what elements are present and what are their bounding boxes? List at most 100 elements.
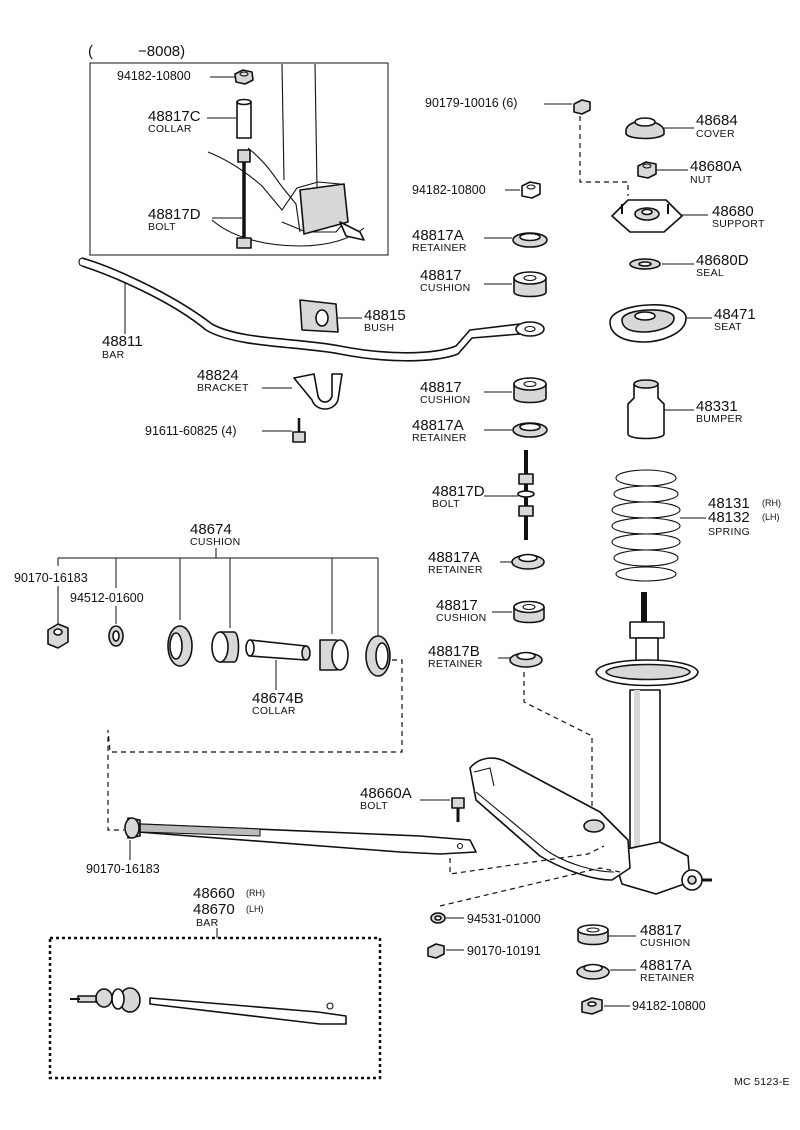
washer-number: 94512-01600 <box>70 591 144 605</box>
cushion-3-icon <box>513 600 545 624</box>
inset-bolt-icon <box>236 149 252 249</box>
retainer-a4-label: RETAINER <box>640 972 695 984</box>
lower-washer-icon <box>430 912 446 924</box>
nut-a-icon <box>637 161 657 179</box>
bumper-number: 48331 <box>696 398 738 415</box>
bracket-number: 48824 <box>197 367 239 384</box>
retainer-a1-icon <box>512 232 548 248</box>
retainer-b-number: 48817B <box>428 643 480 660</box>
upper-nut-number: 94182-10800 <box>412 183 486 197</box>
inset-nut-icon <box>234 69 254 85</box>
lower-nut-number: 90170-10191 <box>467 944 541 958</box>
bottom-nut-number: 94182-10800 <box>632 999 706 1013</box>
collar-b-number: 48674B <box>252 690 304 707</box>
cover-number: 48684 <box>696 112 738 129</box>
support-number: 48680 <box>712 203 754 220</box>
top-nut-icon <box>573 99 591 115</box>
collar-b-label: COLLAR <box>252 705 296 717</box>
support-label: SUPPORT <box>712 218 765 230</box>
seat-icon <box>609 304 687 343</box>
inset-collar-number: 48817C <box>148 108 201 125</box>
cushion-4-label: CUSHION <box>640 937 691 949</box>
spring-lh-number: 48132 <box>708 509 750 526</box>
bracket-bolt-icon <box>292 418 306 443</box>
inset-detail: ( −8008) 94182-10800 48817C COLLAR <box>88 43 389 256</box>
inset-collar-icon <box>236 98 252 139</box>
retainer-a3-icon <box>511 553 545 570</box>
lower-nut-icon <box>427 943 445 959</box>
cushion-2-number: 48817 <box>420 379 462 396</box>
cushion-set-cushion-1-icon <box>211 631 240 663</box>
strut-bar-rh-tag: (RH) <box>246 888 265 898</box>
bolt-a-icon <box>451 797 465 822</box>
strut-bar-assembly-icon <box>70 987 347 1025</box>
top-nut-dashline <box>579 116 629 196</box>
seat-label: SEAT <box>714 321 742 333</box>
bumper-icon <box>627 379 665 440</box>
nut-a-number: 48680A <box>690 158 742 175</box>
spring-rh-number: 48131 <box>708 495 750 512</box>
seal-label: SEAL <box>696 267 724 279</box>
cushion-4-icon <box>577 924 609 946</box>
retainer-a3-label: RETAINER <box>428 564 483 576</box>
retainer-a2-icon <box>512 422 548 438</box>
strut-bar-lh-tag: (LH) <box>246 904 264 914</box>
support-icon <box>611 199 683 233</box>
strut-bar-rh-number: 48660 <box>193 885 235 902</box>
seat-number: 48471 <box>714 306 756 323</box>
cushion-set-cushion-2-icon <box>319 639 349 671</box>
retainer-a4-number: 48817A <box>640 957 692 974</box>
bush-label: BUSH <box>364 322 394 334</box>
spring-label: SPRING <box>708 526 750 538</box>
cushion-3-label: CUSHION <box>436 612 487 624</box>
lower-arm-icon <box>469 757 631 881</box>
retainer-a2-label: RETAINER <box>412 432 467 444</box>
cover-icon <box>625 117 665 140</box>
retainer-b-icon <box>509 651 543 668</box>
collar-b-icon <box>245 639 311 661</box>
strut-bar-label: BAR <box>196 917 219 929</box>
bolt-d-number: 48817D <box>432 483 485 500</box>
inset-bolt-label: BOLT <box>148 221 176 233</box>
bar-label: BAR <box>102 349 125 361</box>
inset-frame <box>89 62 389 256</box>
bracket-bolt-number: 91611-60825 (4) <box>145 424 237 438</box>
top-nut-number: 90179-10016 (6) <box>425 96 517 110</box>
strut-rod-icon <box>124 817 477 855</box>
retainer-a4-icon <box>576 963 610 980</box>
bottom-nut-icon <box>581 997 603 1015</box>
cushion-set-number: 48674 <box>190 521 232 538</box>
cushion-1-label: CUSHION <box>420 282 471 294</box>
retainer-a1-label: RETAINER <box>412 242 467 254</box>
rod-arm-dashline <box>449 845 605 875</box>
strut-bar-lh-number: 48670 <box>193 901 235 918</box>
bolt-a-label: BOLT <box>360 800 388 812</box>
bracket-icon <box>293 373 343 410</box>
cushion-1-number: 48817 <box>420 267 462 284</box>
cushion-4-number: 48817 <box>640 922 682 939</box>
inset-collar-label: COLLAR <box>148 123 192 135</box>
note-range: ( −8008) <box>88 43 185 60</box>
cushion-set-label: CUSHION <box>190 536 241 548</box>
spring-rh-tag: (RH) <box>762 498 781 508</box>
cushion-3-number: 48817 <box>436 597 478 614</box>
bolt-a-number: 48660A <box>360 785 412 802</box>
washer-dashline <box>439 867 621 907</box>
cushion-set-retainer-1-icon <box>167 625 193 667</box>
bolt-d-icon <box>517 450 535 540</box>
spring-icon <box>611 469 681 582</box>
cushion-1-icon <box>513 271 547 298</box>
bush-number: 48815 <box>364 307 406 324</box>
retainer-a2-number: 48817A <box>412 417 464 434</box>
lower-washer-number: 94531-01000 <box>467 912 541 926</box>
seal-icon <box>629 258 661 270</box>
retainer-b-label: RETAINER <box>428 658 483 670</box>
cushion-set-retainer-2-icon <box>365 635 391 677</box>
upper-nut-icon <box>521 181 541 199</box>
retainer-a1-number: 48817A <box>412 227 464 244</box>
cushion-2-label: CUSHION <box>420 394 471 406</box>
cushion-set-dashline <box>107 659 403 831</box>
shock-absorber-icon <box>595 592 712 895</box>
bush-icon <box>299 299 339 333</box>
